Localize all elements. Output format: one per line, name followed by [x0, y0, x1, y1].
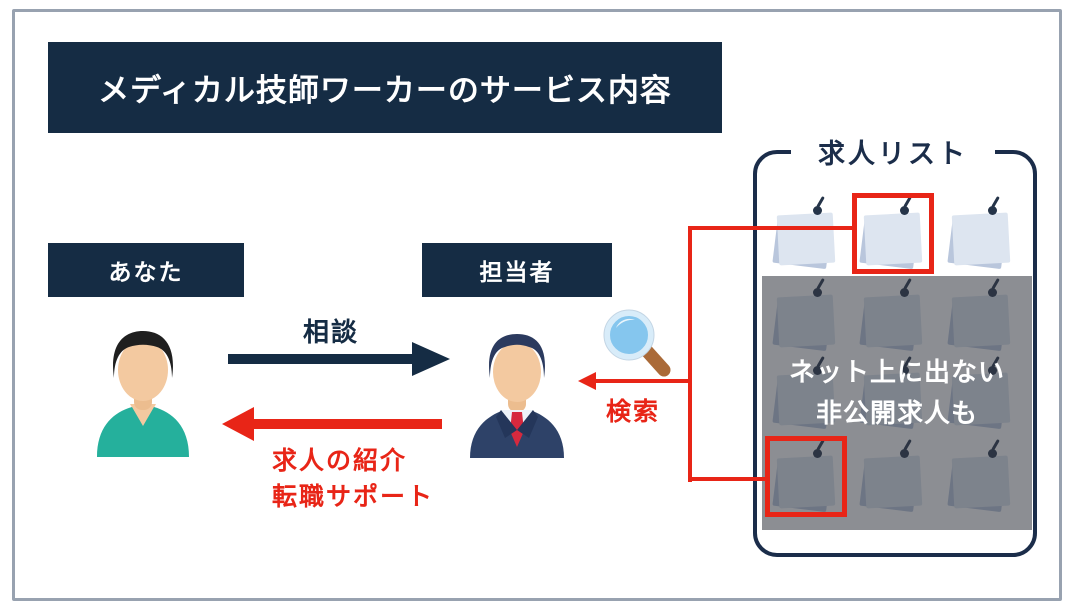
intro-label-line2: 転職サポート: [272, 483, 435, 511]
connector-bottom-line: [688, 477, 768, 481]
search-arrow: [594, 379, 690, 383]
title-banner: メディカル技師ワーカーのサービス内容: [48, 42, 722, 133]
connector-top-line: [688, 226, 855, 230]
overlay-text-line2: 非公開求人も: [815, 398, 978, 428]
intro-arrowhead-icon: [222, 407, 254, 441]
job-note: [859, 194, 924, 270]
pushpin-icon: [988, 206, 997, 215]
page-title: メディカル技師ワーカーのサービス内容: [98, 73, 672, 108]
you-label-box: あなた: [48, 243, 244, 297]
job-note: [947, 194, 1012, 270]
consult-arrowhead-icon: [412, 342, 450, 376]
you-label: あなた: [108, 259, 184, 285]
magnifier-icon: [603, 309, 671, 377]
scrubs-person-icon: [97, 331, 189, 457]
note-front-sheet: [951, 212, 1011, 266]
search-arrowhead-icon: [578, 372, 596, 390]
agent-label-box: 担当者: [422, 243, 612, 297]
agent-label: 担当者: [479, 259, 555, 285]
suit-person-icon: [470, 334, 564, 458]
note-front-sheet: [776, 212, 836, 266]
hidden-jobs-overlay: [762, 276, 1032, 530]
intro-arrow: [252, 419, 442, 429]
connector-vertical-line: [688, 226, 692, 482]
search-label: 検索: [605, 398, 660, 426]
highlight-box: [852, 193, 934, 274]
intro-label-line1: 求人の紹介: [272, 447, 408, 475]
outer-border: [12, 9, 1062, 601]
consult-label: 相談: [302, 317, 359, 347]
job-list-title: 求人リスト: [791, 135, 995, 169]
pushpin-icon: [813, 206, 822, 215]
job-note: [772, 194, 837, 270]
highlight-box: [765, 436, 847, 517]
consult-arrow: [228, 354, 413, 364]
pushpin-icon: [900, 206, 909, 215]
overlay-text-line1: ネット上に出ない: [788, 357, 1005, 387]
